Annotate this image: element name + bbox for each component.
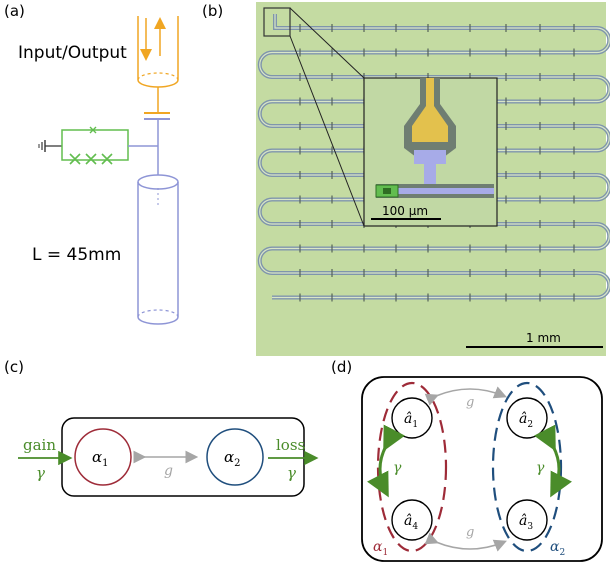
panel-a: (a) Input/Output (4, 2, 179, 325)
coupling-top-arrow (424, 386, 507, 406)
group-alpha2-symbol: α (550, 539, 560, 555)
panel-c: (c) α1 α2 g gain γ loss γ (4, 358, 319, 497)
meander-center-strip (259, 14, 610, 299)
zoom-line-top (289, 7, 365, 79)
panel-d-label: (d) (331, 358, 352, 376)
group-alpha2-sub: 2 (559, 548, 565, 558)
panel-d: (d) â1 â2 â4 â3 g g γ γ α1 (331, 358, 603, 562)
gain-label: gain (23, 436, 56, 454)
coupling-g-c: g (164, 463, 173, 479)
panel-a-label: (a) (4, 2, 25, 20)
coupling-g-top: g (466, 395, 474, 410)
mode-a1-symbol: â (404, 411, 412, 427)
mode-alpha2 (206, 428, 264, 486)
meander (257, 14, 610, 302)
zoom-line-bottom (289, 35, 365, 227)
mode-a2-sub: 2 (527, 420, 533, 430)
coupling-g-bottom: g (466, 525, 474, 540)
svg-text:α1: α1 (92, 448, 109, 469)
svg-text:α2: α2 (550, 539, 565, 558)
svg-text:α2: α2 (224, 448, 241, 469)
mode-a2-symbol: â (519, 411, 527, 427)
panel-b-label: (b) (202, 2, 223, 20)
gamma-right-label: γ (536, 460, 545, 476)
gamma-left-arrow (367, 424, 405, 498)
mode-alpha2-sub: 2 (234, 458, 240, 469)
panel-c-label: (c) (4, 358, 24, 376)
mode-alpha1 (74, 428, 132, 486)
length-label: L = 45mm (32, 245, 121, 265)
group-alpha1-sub: 1 (382, 548, 388, 558)
mode-alpha1-symbol: α (92, 448, 102, 466)
svg-text:â2: â2 (519, 411, 533, 430)
gamma-right-arrow (534, 424, 572, 498)
mode-a3-sub: 3 (527, 522, 533, 532)
coupling-capacitor (144, 112, 170, 120)
inset-zoom: 100 µm (363, 77, 498, 227)
ring-box (361, 376, 603, 562)
panel-b: (b) 100 µm 1 mm (202, 2, 610, 356)
main-scale-label: 1 mm (526, 331, 561, 345)
mode-a1-sub: 1 (412, 420, 418, 430)
gain-gamma: γ (36, 464, 45, 482)
mode-a4-sub: 4 (412, 522, 418, 532)
io-feedline (137, 16, 179, 112)
mode-a4 (391, 499, 433, 541)
resonator-line (137, 119, 179, 325)
svg-text:α1: α1 (373, 539, 388, 558)
mode-alpha2-symbol: α (224, 448, 234, 466)
group-alpha1-symbol: α (373, 539, 383, 555)
svg-text:â1: â1 (404, 411, 418, 430)
io-label: Input/Output (18, 43, 127, 63)
group-alpha1-outline (376, 381, 448, 553)
loss-gamma: γ (287, 464, 296, 482)
svg-text:â3: â3 (519, 513, 533, 532)
mode-alpha1-sub: 1 (102, 458, 108, 469)
gamma-left-label: γ (393, 460, 402, 476)
mode-a3-symbol: â (519, 513, 527, 529)
loss-label: loss (276, 436, 305, 454)
mode-a4-symbol: â (404, 513, 412, 529)
mode-a3 (506, 499, 548, 541)
inset-scale-label: 100 µm (382, 204, 428, 218)
corner-highlight (263, 7, 291, 37)
svg-text:â4: â4 (404, 513, 418, 532)
coupling-bottom-arrow (424, 532, 507, 552)
squid-circuit (38, 126, 158, 165)
